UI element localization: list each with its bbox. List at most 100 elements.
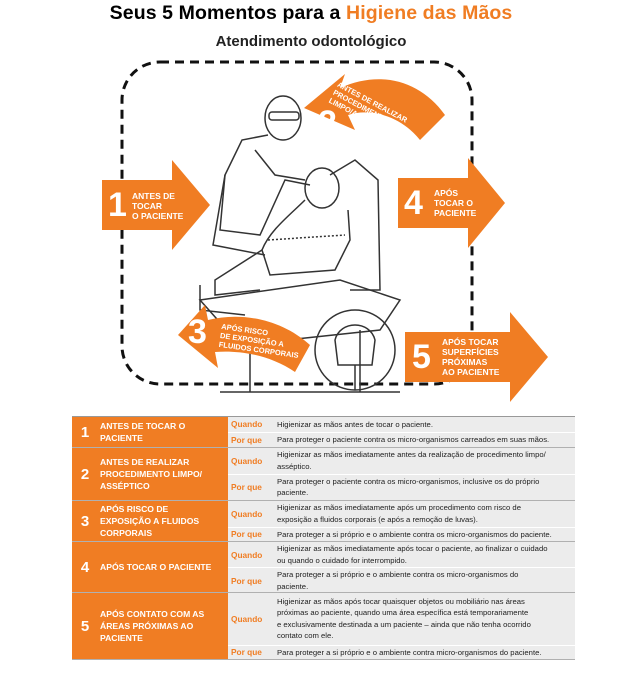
when-row: Quando Higienizar as mãos imediatamente … [228,542,575,568]
why-text: Para proteger o paciente contra os micro… [275,433,575,448]
when-row: Quando Higienizar as mãos imediatamente … [228,501,575,528]
why-row: Por que Para proteger o paciente contra … [228,475,575,501]
moment-title-line: ANTES DE REALIZAR [100,457,190,467]
why-text-line: Para proteger o paciente contra os micro… [277,435,550,444]
when-text-line: e exclusivamente destinada a um paciente… [277,619,531,629]
patient-figure-icon [214,167,351,296]
why-text: Para proteger a si próprio e o ambiente … [275,568,575,593]
moment-title-line: PROCEDIMENTO LIMPO/ [100,469,203,479]
when-text-line: asséptico. [277,461,312,471]
when-text: Higienizar as mãos imediatamente antes d… [275,448,575,474]
arrow-3-number: 3 [188,313,207,351]
table-row: 2 ANTES DE REALIZAR PROCEDIMENTO LIMPO/ … [72,448,575,501]
when-label: Quando [231,455,263,466]
arrow-1-label-line: ANTES DE [132,191,175,201]
table-row: 3 APÓS RISCO DE EXPOSIÇÃO A FLUIDOS CORP… [72,501,575,542]
arrow-1-shape [102,160,210,250]
arrow-5-shape [405,312,548,402]
why-row: Por que Para proteger a si próprio e o a… [228,568,575,593]
moment-title: APÓS RISCO DE EXPOSIÇÃO A FLUIDOS CORPOR… [98,501,228,541]
moment-title-line: ÁREAS PRÓXIMAS AO [100,621,194,631]
moment-details: Quando Higienizar as mãos imediatamente … [228,448,575,500]
why-label: Por que [231,575,262,586]
moment-title: APÓS CONTATO COM AS ÁREAS PRÓXIMAS AO PA… [98,593,228,659]
page-subtitle: Atendimento odontológico [215,33,407,50]
moment-title-line: ASSÉPTICO [100,481,150,491]
when-text: Higienizar as mãos após tocar quaisquer … [275,593,575,645]
when-label: Quando [231,419,263,430]
arrow-2-shape [304,74,445,140]
title-text: Seus 5 Momentos para a [109,2,347,24]
moment-title-line: APÓS CONTATO COM AS [100,609,205,619]
why-text: Para proteger a si próprio e o ambiente … [275,646,575,660]
arrow-1-label-line: O PACIENTE [132,211,184,221]
arrow-4-label-line: PACIENTE [434,208,477,218]
moment-number: 4 [72,542,98,592]
arrow-5-label-line: SUPERFÍCIES [442,347,499,357]
table-row: 5 APÓS CONTATO COM AS ÁREAS PRÓXIMAS AO … [72,593,575,660]
why-text-line: Para proteger a si próprio e o ambiente … [277,529,552,539]
arrow-4-number: 4 [404,184,423,222]
arrow-5-label-line: APÓS TOCAR [442,337,499,347]
table-row: 4 APÓS TOCAR O PACIENTE Quando Higieniza… [72,542,575,593]
when-label: Quando [231,549,263,560]
when-label: Quando [231,613,263,624]
arrow-4-label-line: APÓS [434,188,459,198]
why-row: Por que Para proteger a si próprio e o a… [228,528,575,542]
arrow-4-label-line: TOCAR O [434,198,474,208]
arrow-4-shape [398,158,505,248]
moment-title-line: APÓS RISCO DE [100,504,169,514]
when-text-line: Higienizar as mãos após tocar quaisquer … [277,596,525,606]
why-text-line: Para proteger a si próprio e o ambiente … [277,570,519,579]
moment-title: APÓS TOCAR O PACIENTE [98,542,228,592]
why-label: Por que [231,647,262,658]
why-text-line: paciente. [277,581,309,591]
arrow-5-label: APÓS TOCAR SUPERFÍCIES PRÓXIMAS AO PACIE… [442,337,499,377]
when-text-line: exposição a fluidos corporais (e após a … [277,514,478,524]
dentist-figure-icon [212,95,311,256]
why-text-line: Para proteger a si próprio e o ambiente … [277,647,542,657]
moment-number: 5 [72,593,98,659]
moment-number: 2 [72,448,98,500]
when-text-line: ou quando o cuidado for interrompido. [277,555,407,565]
moment-number: 3 [72,501,98,541]
moment-details: Quando Higienizar as mãos imediatamente … [228,542,575,592]
when-text-line: próximas ao paciente, quando uma área es… [277,608,529,618]
why-text: Para proteger a si próprio e o ambiente … [275,528,575,542]
why-label: Por que [231,434,262,445]
arrow-5-label-line: AO PACIENTE [442,367,500,377]
why-label: Por que [231,482,262,493]
moment-details: Quando Higienizar as mãos imediatamente … [228,501,575,541]
page-title: Seus 5 Momentos para a Higiene das Mãos [0,2,622,25]
arrow-2-number: 2 [318,104,337,142]
moment-title: ANTES DE REALIZAR PROCEDIMENTO LIMPO/ AS… [98,448,228,500]
moment-details: Quando Higienizar as mãos após tocar qua… [228,593,575,659]
arrow-4-label: APÓS TOCAR O PACIENTE [434,188,476,218]
why-row: Por que Para proteger a si próprio e o a… [228,646,575,660]
when-text-line: Higienizar as mãos imediatamente após um… [277,503,521,513]
arrow-3-shape [178,305,310,372]
when-text-line: contato com ele. [277,631,334,641]
moment-details: Quando Higienizar as mãos antes de tocar… [228,417,575,447]
when-text: Higienizar as mãos imediatamente após um… [275,501,575,527]
moment-title-line: PACIENTE [100,633,143,643]
arrow-1-label: ANTES DE TOCAR O PACIENTE [132,191,183,221]
arrow-1-label-line: TOCAR [132,201,163,211]
moment-title: ANTES DE TOCAR O PACIENTE [98,417,228,447]
when-text-line: Higienizar as mãos antes de tocar o paci… [277,419,433,429]
when-row: Quando Higienizar as mãos antes de tocar… [228,417,575,433]
when-row: Quando Higienizar as mãos após tocar qua… [228,593,575,646]
when-text: Higienizar as mãos antes de tocar o paci… [275,417,575,432]
why-text-line: Para proteger o paciente contra os micro… [277,476,540,486]
moment-title-line: ANTES DE TOCAR O [100,421,186,431]
why-row: Por que Para proteger o paciente contra … [228,433,575,448]
when-text: Higienizar as mãos imediatamente após to… [275,542,575,567]
moments-table: 1 ANTES DE TOCAR O PACIENTE Quando Higie… [72,416,575,660]
why-label: Por que [231,529,262,540]
five-moments-illustration: 1 ANTES DE TOCAR O PACIENTE 2 ANTES DE R… [102,60,548,402]
moment-title-line: PACIENTE [100,433,143,443]
arrow-5-number: 5 [412,338,431,376]
table-row: 1 ANTES DE TOCAR O PACIENTE Quando Higie… [72,417,575,448]
when-row: Quando Higienizar as mãos imediatamente … [228,448,575,475]
moment-title-line: CORPORAIS [100,528,153,538]
